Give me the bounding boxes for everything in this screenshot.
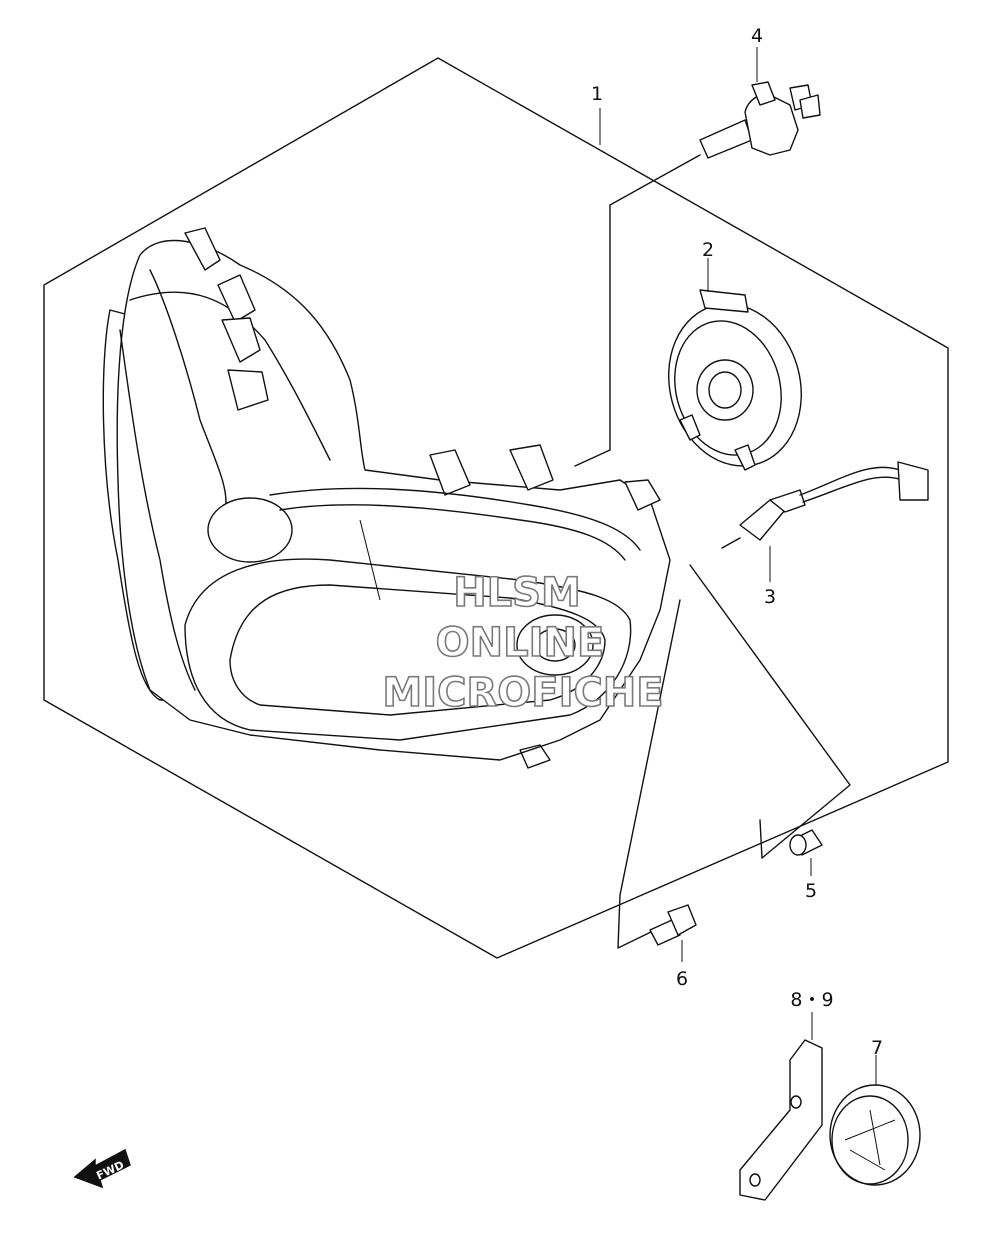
part-3-socket-harness	[721, 461, 929, 582]
part-6-bolt	[649, 904, 697, 962]
callout-6: 6	[676, 968, 688, 990]
callout-1: 1	[591, 83, 603, 105]
callout-5: 5	[805, 880, 817, 902]
part-2-socket-cover	[668, 258, 802, 471]
svg-text:HLSM: HLSM	[453, 570, 581, 616]
svg-text:MICROFICHE: MICROFICHE	[382, 670, 663, 716]
inner-short	[574, 449, 611, 467]
callout-3: 3	[764, 586, 776, 608]
assembly-outline	[43, 57, 949, 959]
svg-text:ONLINE: ONLINE	[436, 620, 605, 666]
fwd-arrow-icon: FWD	[73, 1148, 131, 1189]
callout-2: 2	[702, 239, 714, 261]
assembly-inner-outline	[609, 154, 701, 206]
leader-part-6	[617, 599, 681, 949]
part-5-position-bulb	[789, 829, 823, 876]
callout-7: 7	[871, 1037, 883, 1059]
leader-part-5	[689, 564, 851, 859]
part-4-headlamp-bulb	[699, 47, 821, 159]
callout-4: 4	[751, 25, 763, 47]
watermark: HLSM ONLINE MICROFICHE	[382, 569, 665, 717]
headlight-housing	[102, 227, 671, 769]
part-8-9-bracket	[739, 1012, 823, 1201]
callout-8-9: 8・9	[790, 989, 833, 1011]
part-7-emblem	[829, 1055, 921, 1186]
